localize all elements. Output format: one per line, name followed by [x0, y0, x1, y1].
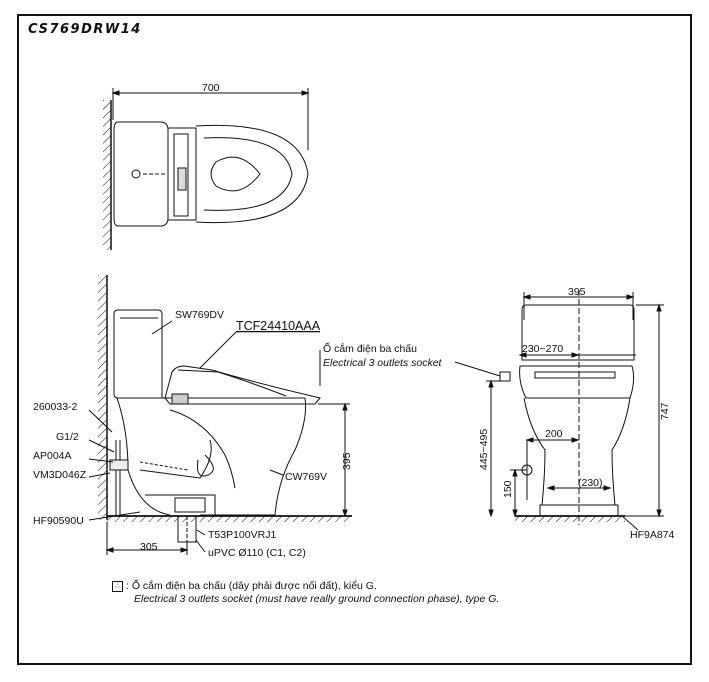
- top-width-dim: 700: [202, 82, 220, 94]
- legend-line-vi: ∴: Ổ cắm điện ba chấu (dây phải được nối…: [112, 580, 499, 593]
- tank-label: SW769DV: [175, 309, 224, 321]
- pipe-label: uPVC Ø110 (C1, C2): [208, 547, 306, 559]
- offset-dim: 200: [545, 428, 563, 440]
- part-label-ap004a: AP004A: [33, 450, 72, 462]
- rough-in-dim: 305: [140, 541, 158, 553]
- model-title: CS769DRW14: [28, 22, 142, 37]
- flange-label: T53P100VRJ1: [208, 529, 276, 541]
- part-label-vm3d046z: VM3D046Z: [33, 469, 87, 481]
- legend-note: ∴: Ổ cắm điện ba chấu (dây phải được nối…: [112, 580, 499, 606]
- part-label-hf90590u: HF90590U: [33, 515, 84, 527]
- side-height-dim: 395: [341, 452, 353, 470]
- side-view: [88, 275, 511, 555]
- top-view: [103, 88, 310, 250]
- seat-label: TCF24410AAA: [236, 319, 321, 333]
- front-height-dim: 747: [659, 402, 671, 420]
- base-dim: (230): [578, 477, 603, 489]
- socket-label-vi: Ổ cắm điện ba chấu: [323, 342, 417, 355]
- legend-text-en: Electrical 3 outlets socket (must have r…: [134, 593, 500, 605]
- drawing-frame: [17, 14, 692, 665]
- part-label-g12: G1/2: [56, 431, 79, 443]
- front-width-dim: 395: [568, 286, 586, 298]
- legend-text-vi: : Ổ cắm điện ba chấu (dây phải được nối …: [126, 580, 377, 592]
- floor-hatch-side: [107, 516, 352, 522]
- front-view: [486, 290, 664, 531]
- span-dim: 230~270: [522, 343, 563, 355]
- supply-height-dim: 445~495: [478, 429, 490, 470]
- low-dim: 150: [502, 480, 514, 498]
- floor-hatch-front: [515, 516, 625, 522]
- wall-hatch-top: [103, 100, 111, 250]
- bowl-label: CW769V: [285, 471, 327, 483]
- bolt-label: HF9A874: [630, 529, 675, 541]
- socket-symbol-icon: ∴: [112, 580, 123, 592]
- socket-label-en: Electrical 3 outlets socket: [323, 357, 443, 369]
- wall-hatch-side: [98, 275, 107, 520]
- part-label-260033-2: 260033-2: [33, 401, 78, 413]
